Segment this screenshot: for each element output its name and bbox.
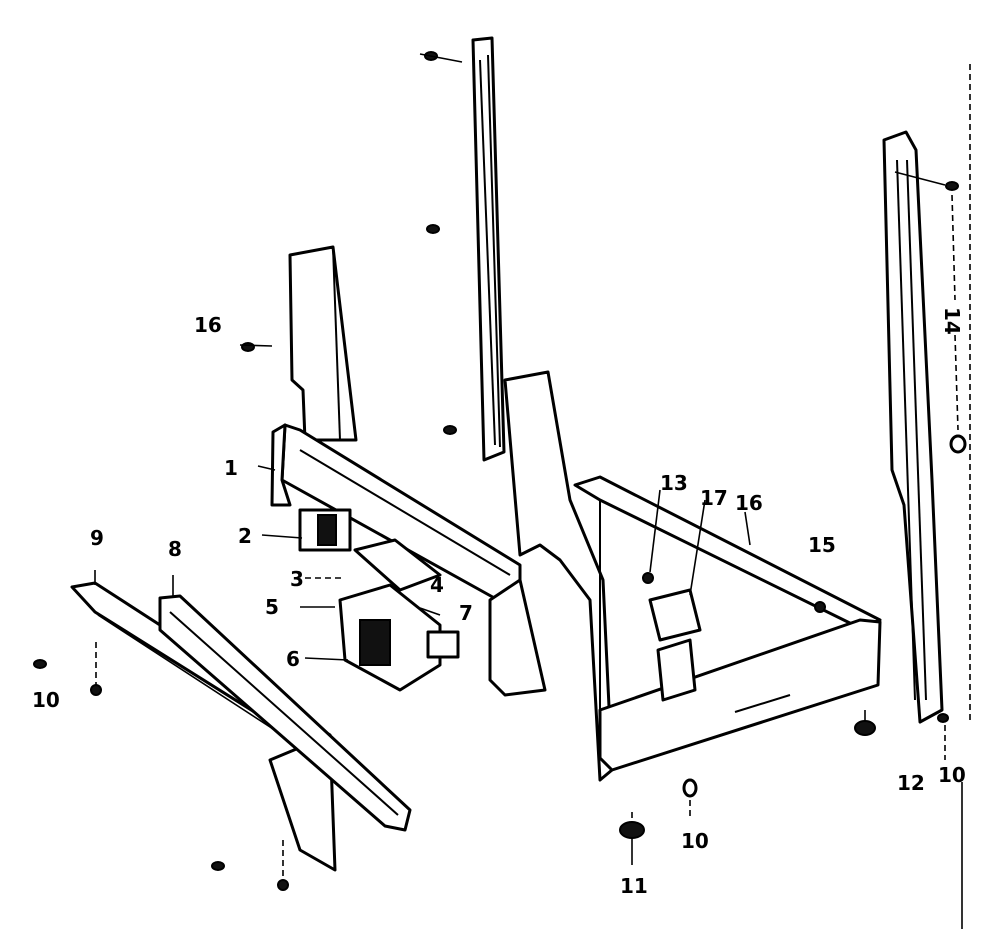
left-upright-bracket bbox=[288, 245, 358, 442]
left-frame-beam bbox=[270, 423, 522, 602]
screw-10-bottom bbox=[682, 778, 698, 798]
leveling-foot-11 bbox=[619, 821, 645, 865]
callout-2: 2 bbox=[238, 524, 252, 548]
callout-17: 17 bbox=[700, 486, 728, 510]
screw-top-left bbox=[419, 51, 463, 63]
callout-16-right: 16 bbox=[735, 491, 763, 515]
center-upright-bracket bbox=[488, 370, 614, 782]
right-frame bbox=[573, 475, 882, 772]
callout-15: 15 bbox=[808, 533, 836, 557]
callout-1: 1 bbox=[224, 456, 238, 480]
nut-15 bbox=[814, 601, 826, 613]
screw-mid-left bbox=[426, 224, 440, 234]
callout-9: 9 bbox=[90, 526, 104, 550]
callout-12: 12 bbox=[897, 771, 925, 795]
callout-10-bottom: 10 bbox=[681, 829, 709, 853]
callout-6: 6 bbox=[286, 647, 300, 671]
screw-bottom-left bbox=[211, 861, 225, 871]
screw-10-right bbox=[937, 713, 949, 723]
leveling-foot-right bbox=[854, 710, 876, 736]
callout-13: 13 bbox=[660, 471, 688, 495]
valve-assembly bbox=[298, 508, 460, 692]
bracket-13 bbox=[642, 572, 654, 584]
screw-16-left bbox=[239, 342, 273, 352]
callout-3: 3 bbox=[290, 567, 304, 591]
callout-16-left: 16 bbox=[194, 313, 222, 337]
screw-14-top bbox=[894, 171, 959, 191]
callout-5: 5 bbox=[265, 595, 279, 619]
callout-11: 11 bbox=[620, 874, 648, 898]
callout-10-left: 10 bbox=[32, 688, 60, 712]
screw-bottom-mid bbox=[277, 879, 289, 891]
kick-plate-rear bbox=[158, 594, 412, 832]
callout-14: 14 bbox=[940, 307, 964, 335]
screw-10-left-top bbox=[33, 659, 47, 669]
callout-4: 4 bbox=[430, 573, 444, 597]
screw-14-bottom bbox=[949, 434, 967, 454]
screw-lower-left bbox=[443, 425, 457, 435]
callout-10-right: 10 bbox=[938, 763, 966, 787]
callout-8: 8 bbox=[168, 537, 182, 561]
center-tall-rail bbox=[471, 36, 506, 462]
leader-lines bbox=[94, 64, 971, 929]
right-tall-rail bbox=[882, 130, 944, 724]
screw-10-left-bottom bbox=[90, 684, 102, 696]
callout-7: 7 bbox=[459, 601, 473, 625]
